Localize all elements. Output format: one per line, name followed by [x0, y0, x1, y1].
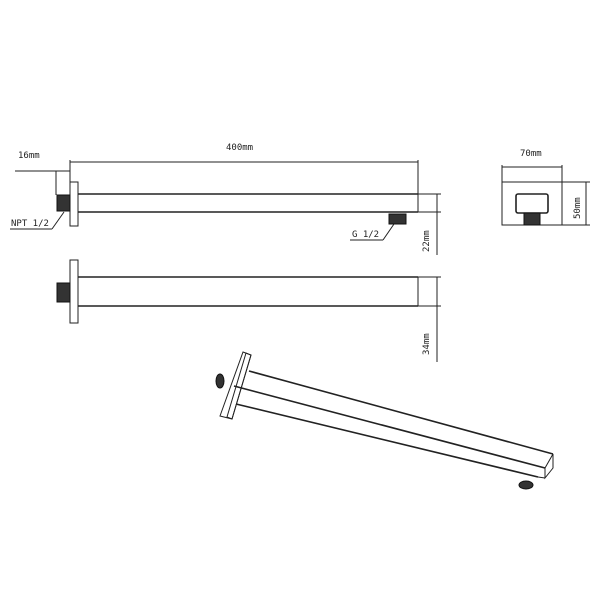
flange	[69, 181, 79, 227]
front-view: 70mm 50mm	[501, 149, 590, 226]
dim-label-flange-width: 70mm	[520, 149, 542, 159]
isometric-view	[215, 351, 554, 490]
dim-label-arm-height: 22mm	[422, 230, 432, 252]
flange	[69, 259, 79, 324]
dim-label-flange-height: 34mm	[422, 333, 432, 355]
inlet-thread	[56, 282, 71, 303]
dim-label-length: 400mm	[226, 143, 253, 153]
dim-label-flange-side: 50mm	[573, 197, 583, 219]
side-view-bottom: 34mm	[56, 259, 441, 362]
outlet-nut	[518, 480, 534, 490]
dim-label-flange-depth: 16mm	[18, 151, 40, 161]
inlet-nut	[215, 373, 225, 389]
inlet-thread-label: NPT 1/2	[11, 219, 49, 229]
inlet-thread	[56, 194, 71, 212]
arm-section	[515, 193, 549, 214]
side-view-top: 400mm 16mm NPT 1/2 G 1/2 22mm	[10, 143, 441, 255]
outlet-thread	[388, 213, 407, 225]
inlet-thread	[523, 212, 541, 226]
outlet-thread-label: G 1/2	[352, 230, 379, 240]
